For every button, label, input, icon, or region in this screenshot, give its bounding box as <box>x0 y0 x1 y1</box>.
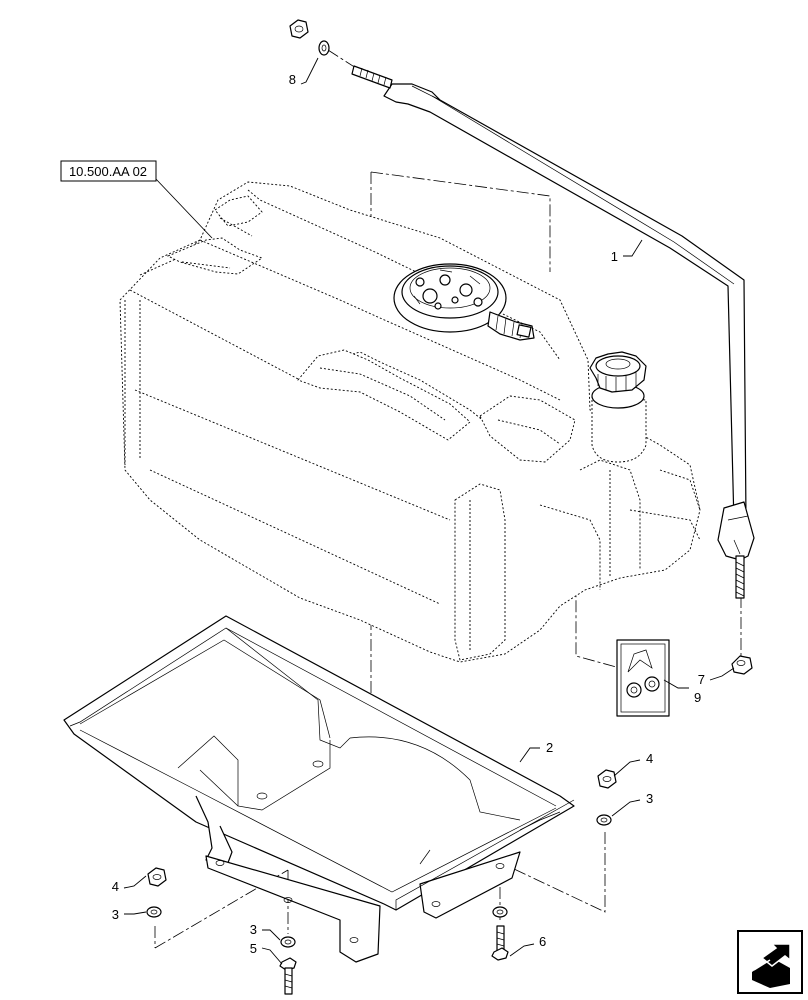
nut-and-washer-8 <box>289 19 330 56</box>
callout-7: 7 <box>698 672 705 687</box>
decal-9 <box>616 639 670 717</box>
fuel-cap <box>589 351 647 463</box>
washer-3-bottom <box>280 936 296 948</box>
reference-label-text: 10.500.AA 02 <box>69 164 147 179</box>
nut-4-right <box>597 769 617 789</box>
callout-8: 8 <box>289 72 296 87</box>
washer-3-right <box>596 814 612 826</box>
callout-3-left: 3 <box>112 907 119 922</box>
callouts: 1 2 3 3 3 4 4 5 6 7 8 9 <box>112 72 705 956</box>
nut-4-left <box>147 867 167 887</box>
reference-label[interactable]: 10.500.AA 02 <box>60 160 157 182</box>
callout-5: 5 <box>250 941 257 956</box>
nut-7 <box>731 655 753 675</box>
fuel-sender-unit <box>393 263 535 341</box>
callout-9: 9 <box>694 690 701 705</box>
washer-3-left <box>146 906 162 918</box>
callout-3-bottom: 3 <box>250 922 257 937</box>
bolt-6 <box>491 925 509 961</box>
tank-strap <box>351 65 755 599</box>
bolt-5 <box>279 957 297 995</box>
callout-4-right: 4 <box>646 751 653 766</box>
arrow-box-icon[interactable] <box>737 930 803 994</box>
callout-4-left: 4 <box>112 879 119 894</box>
leader-lines <box>123 57 735 965</box>
tank-tray <box>63 615 575 963</box>
callout-6: 6 <box>539 934 546 949</box>
callout-2: 2 <box>546 740 553 755</box>
fuel-tank <box>119 181 701 663</box>
callout-1: 1 <box>611 249 618 264</box>
callout-3-right: 3 <box>646 791 653 806</box>
washer-3-bottom-right <box>492 906 508 918</box>
